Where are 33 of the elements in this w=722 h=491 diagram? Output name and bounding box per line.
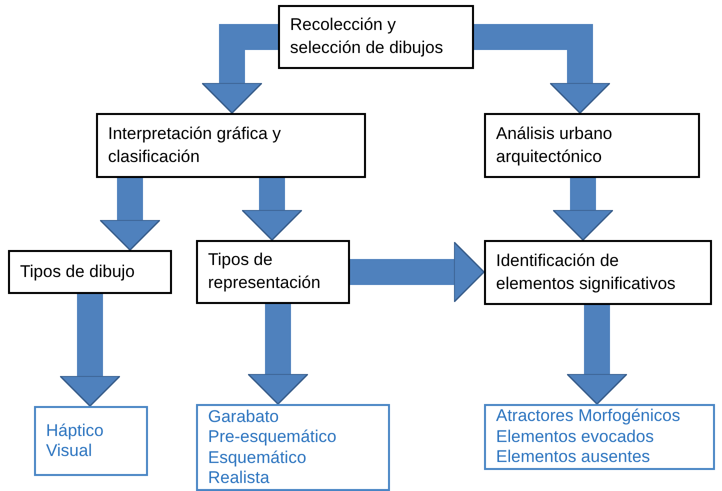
block-arrow	[552, 178, 614, 241]
list-item: Elementos ausentes	[496, 447, 652, 468]
box-label: Tipos de representación	[208, 249, 322, 294]
block-arrow	[99, 178, 161, 251]
list-item: Garabato	[208, 406, 280, 428]
block-arrow	[59, 294, 121, 407]
process-box	[8, 250, 172, 294]
list-item: Esquemático	[208, 448, 308, 468]
process-box	[196, 240, 350, 304]
list-box	[196, 404, 390, 491]
list-item: Háptico	[46, 420, 105, 441]
block-arrow	[247, 304, 309, 405]
list-item: Visual	[46, 441, 93, 462]
box-label: Interpretación gráfica y clasificación	[108, 122, 282, 168]
process-box	[278, 5, 474, 69]
process-box	[96, 113, 366, 178]
block-arrow	[201, 24, 278, 114]
process-box	[484, 240, 712, 305]
box-label: Identificación de elementos significativos	[496, 250, 677, 294]
block-arrow	[350, 241, 485, 303]
box-label: Recolección y selección de dibujos	[290, 14, 444, 59]
list-box	[34, 406, 148, 476]
box-label: Análisis urbano arquitectónico	[496, 122, 614, 168]
list-item: Pre-esquemático	[208, 427, 338, 448]
block-arrow	[241, 178, 303, 241]
process-box	[484, 113, 700, 178]
list-item: Realista	[208, 468, 270, 488]
block-arrow	[566, 305, 628, 405]
box-label: Tipos de dibujo	[20, 260, 136, 283]
block-arrow	[474, 24, 611, 114]
list-item: Atractores Morfogénicos	[496, 406, 682, 427]
list-box	[484, 404, 715, 470]
list-item: Elementos evocados	[496, 426, 655, 448]
